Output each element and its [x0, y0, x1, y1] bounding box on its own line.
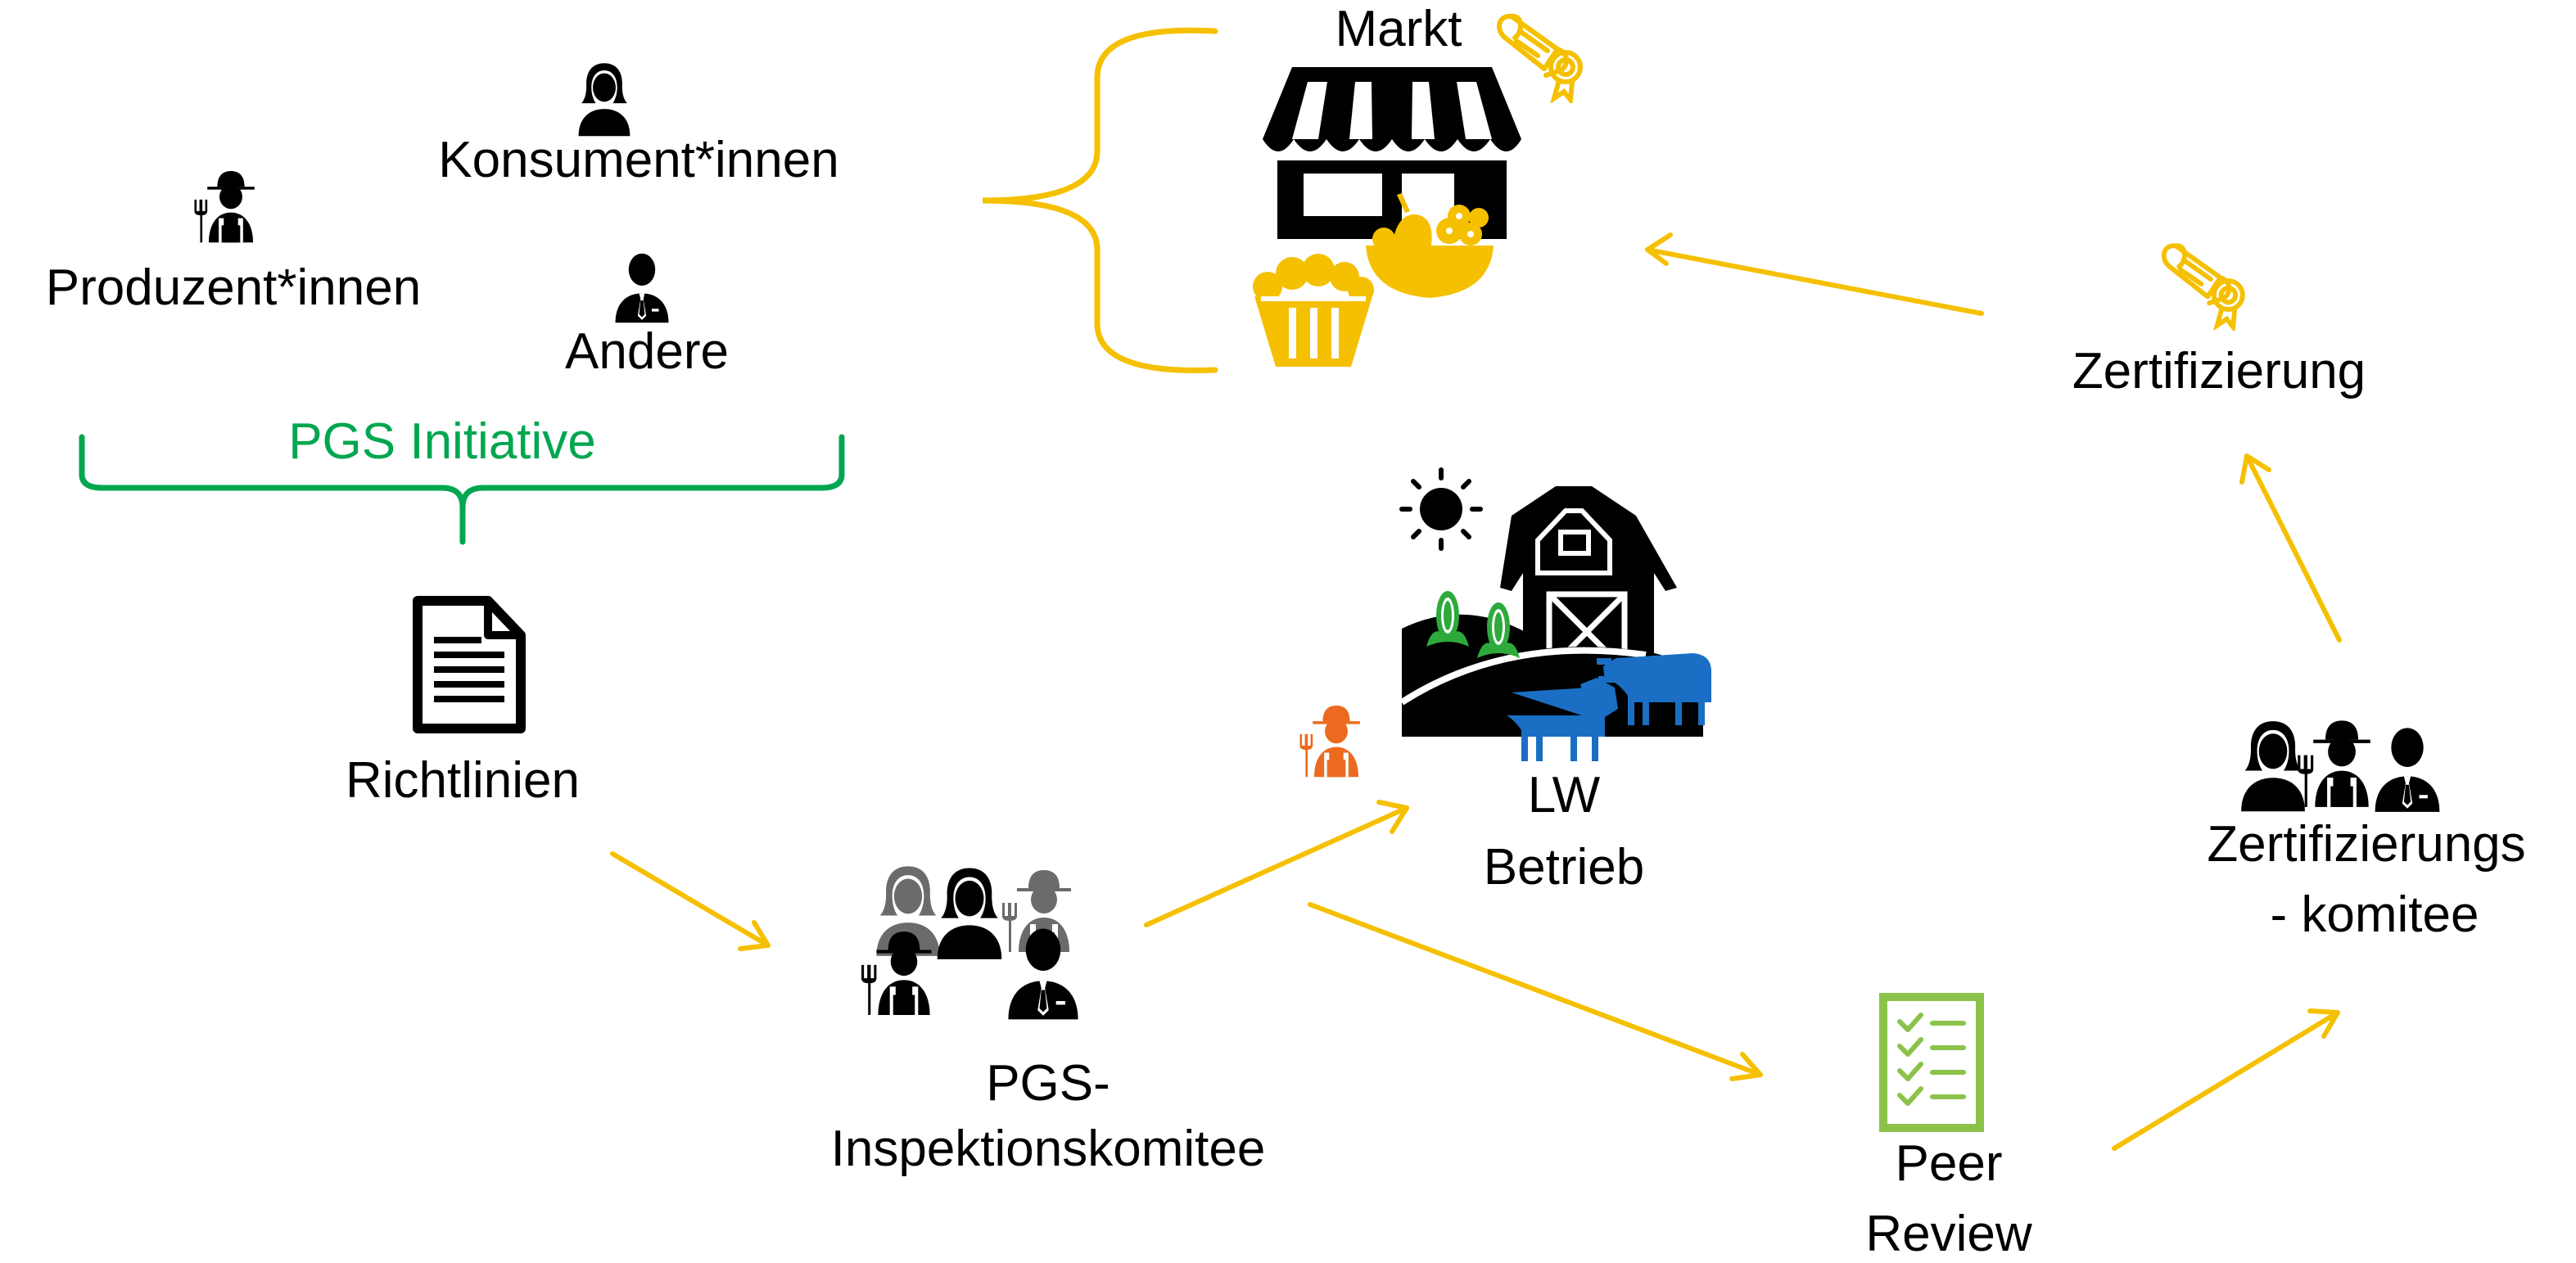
- businessman-icon: [615, 253, 669, 323]
- markt-label: Markt: [1335, 1, 1462, 57]
- komitee-label-line1: Zertifizierungs: [2207, 816, 2526, 873]
- flow-arrows: [610, 232, 2342, 1151]
- arrow-zertifizierung-to-markt: [1645, 232, 1984, 316]
- market-brace: [982, 27, 1218, 374]
- komitee-label-line2: - komitee: [2270, 886, 2479, 943]
- initiative-brace: [79, 434, 845, 545]
- konsumenten-label: Konsument*innen: [438, 132, 839, 188]
- betrieb-label-line2: Betrieb: [1483, 839, 1645, 895]
- inspektion-label-line2: Inspektionskomitee: [830, 1121, 1266, 1177]
- certificate-icon: [2164, 246, 2243, 327]
- committee-group-icon: [2241, 720, 2440, 812]
- arrow-inspektion-to-betrieb: [1144, 800, 1409, 927]
- market-stall-icon: [1253, 67, 1521, 367]
- arrow-peer-to-komitee: [2112, 1008, 2340, 1151]
- farm-icon: [1299, 467, 1711, 778]
- certificate-icon: [1499, 16, 1580, 100]
- produzenten-label: Produzent*innen: [45, 259, 422, 316]
- initiative-label: PGS Initiative: [288, 413, 596, 470]
- woman-icon: [578, 63, 630, 137]
- checklist-icon: [1879, 993, 1984, 1132]
- document-icon: [413, 596, 526, 733]
- andere-label: Andere: [565, 323, 729, 380]
- people-group-icon: [861, 866, 1078, 1020]
- arrow-komitee-to-zertifizierung: [2239, 453, 2342, 643]
- peer-label-line2: Review: [1865, 1206, 2032, 1262]
- arrow-richtlinien-to-inspektion: [610, 851, 771, 951]
- arrow-inspektion-to-peer: [1308, 902, 1763, 1081]
- farmer-icon: [194, 170, 255, 243]
- richtlinien-label: Richtlinien: [345, 752, 581, 809]
- peer-label-line1: Peer: [1895, 1135, 2003, 1192]
- inspektion-label-line1: PGS-: [986, 1055, 1110, 1112]
- zertifizierung-label: Zertifizierung: [2072, 343, 2366, 399]
- betrieb-label-line1: LW: [1527, 767, 1601, 823]
